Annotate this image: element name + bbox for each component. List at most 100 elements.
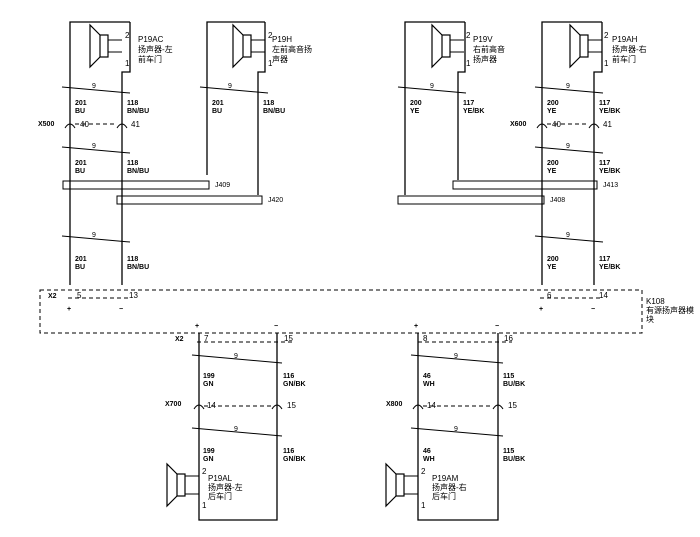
splice-j408: J408	[550, 197, 565, 204]
module-id: K108	[646, 297, 665, 306]
splice-j420: J420	[268, 197, 283, 204]
wire-number: 201	[212, 100, 224, 107]
p19ac-pin-1: 1	[125, 59, 130, 68]
module-name: 有源扬声器模	[646, 305, 694, 315]
twist-label: 9	[92, 83, 96, 90]
p19ah-id: P19AH	[612, 35, 638, 44]
pole-minus: −	[274, 323, 278, 330]
p19al-id: P19AL	[208, 474, 233, 483]
x700-pin-14: 14	[207, 401, 216, 410]
wire-number: 118	[127, 160, 138, 167]
module-pin-6: 6	[547, 291, 552, 300]
connector-x700: X700	[165, 401, 181, 408]
twist-label: 9	[454, 353, 458, 360]
p19al-pin-2: 2	[202, 467, 207, 476]
wire-color: YE	[410, 108, 420, 115]
wire-color: YE	[547, 264, 557, 271]
wire-color: YE	[547, 168, 557, 175]
wire-number: 115	[503, 373, 514, 380]
splice-j409: J409	[215, 182, 230, 189]
speaker-p19ac: 2 1 P19AC 扬声器-左 前车门	[89, 23, 173, 69]
wire-color: WH	[423, 381, 435, 388]
p19am-pin-2: 2	[421, 467, 426, 476]
wires-rear-left: 9 9 199 GN 116 GN/BK X700 14 15 199 GN 1…	[165, 333, 306, 521]
wire-number: 199	[203, 373, 215, 380]
wire-color: WH	[423, 456, 435, 463]
p19ah-name2: 前车门	[612, 54, 636, 64]
pole-minus: −	[591, 306, 595, 313]
twist-label: 9	[92, 143, 96, 150]
module-name2: 块	[646, 314, 654, 324]
x700-pin-15: 15	[287, 401, 296, 410]
twist-label: 9	[92, 232, 96, 239]
wire-number: 200	[547, 160, 559, 167]
x500-pin-41: 41	[131, 120, 140, 129]
wire-number: 46	[423, 373, 431, 380]
wire-color: GN/BK	[283, 456, 306, 463]
wire-number: 201	[75, 160, 87, 167]
wire-number: 200	[547, 100, 559, 107]
x800-pin-14: 14	[427, 401, 436, 410]
module-pin-5: 5	[77, 291, 82, 300]
p19al-name: 扬声器-左	[208, 482, 243, 492]
pole-plus: +	[67, 306, 71, 313]
splice-j413: J413	[603, 182, 618, 189]
module-pin-13: 13	[129, 291, 138, 300]
p19v-name2: 扬声器	[473, 54, 497, 64]
p19v-name: 右前高音	[473, 44, 505, 54]
x500-pin-40: 40	[80, 120, 89, 129]
p19ac-pin-2: 2	[125, 31, 130, 40]
wire-color: BU/BK	[503, 381, 525, 388]
wire-color: BU/BK	[503, 456, 525, 463]
p19am-pin-1: 1	[421, 501, 426, 510]
connector-x500: X500	[38, 121, 54, 128]
p19ac-id: P19AC	[138, 35, 164, 44]
p19v-id: P19V	[473, 35, 493, 44]
wire-color: GN/BK	[283, 381, 306, 388]
p19al-name2: 后车门	[208, 491, 232, 501]
wire-number: 117	[599, 256, 610, 263]
wire-number: 117	[463, 100, 474, 107]
wire-color: BU	[75, 168, 85, 175]
pole-plus: +	[195, 323, 199, 330]
pole-plus: +	[539, 306, 543, 313]
wires-rear-right: 9 9 46 WH 115 BU/BK X800 14 15 46 WH 115…	[385, 333, 525, 521]
speaker-p19al: 2 1 P19AL 扬声器-左 后车门	[166, 462, 243, 510]
p19h-name2: 声器	[272, 54, 288, 64]
wire-color: GN	[203, 456, 214, 463]
wire-color: BU	[75, 108, 85, 115]
wire-color: YE/BK	[463, 108, 484, 115]
x600-pin-41: 41	[603, 120, 612, 129]
p19h-id: P19H	[272, 35, 292, 44]
speaker-p19ah: 2 1 P19AH 扬声器-右 前车门	[569, 23, 647, 69]
module-pin-8: 8	[423, 334, 428, 343]
wire-number: 116	[283, 448, 294, 455]
wire-number: 201	[75, 256, 87, 263]
x600-pin-40: 40	[552, 120, 561, 129]
twist-label: 9	[234, 353, 238, 360]
connector-x800: X800	[386, 401, 402, 408]
pole-plus: +	[414, 323, 418, 330]
p19h-name: 左前高音扬	[272, 44, 312, 54]
wire-color: BN/BU	[127, 168, 149, 175]
wire-color: GN	[203, 381, 214, 388]
speaker-p19v: 2 1 P19V 右前高音 扬声器	[431, 23, 505, 69]
x800-pin-15: 15	[508, 401, 517, 410]
wire-number: 199	[203, 448, 215, 455]
p19ah-pin-1: 1	[604, 59, 609, 68]
wire-number: 200	[547, 256, 559, 263]
twist-label: 9	[566, 143, 570, 150]
wire-color: YE/BK	[599, 264, 620, 271]
wires-front-left: 9 9 9 9 201 BU 118 BN/BU 201 BU 118 BN/B…	[38, 21, 285, 285]
p19am-name2: 后车门	[432, 491, 456, 501]
twist-label: 9	[454, 426, 458, 433]
wire-color: BU	[212, 108, 222, 115]
twist-label: 9	[566, 83, 570, 90]
wires-front-right: 9 9 9 9 200 YE 117 YE/BK 200 YE 117 YE/B…	[397, 21, 620, 285]
wire-number: 118	[127, 256, 138, 263]
p19ac-name: 扬声器-左	[138, 44, 173, 54]
wire-color: BN/BU	[127, 264, 149, 271]
module-pin-15: 15	[284, 334, 293, 343]
p19al-pin-1: 1	[202, 501, 207, 510]
